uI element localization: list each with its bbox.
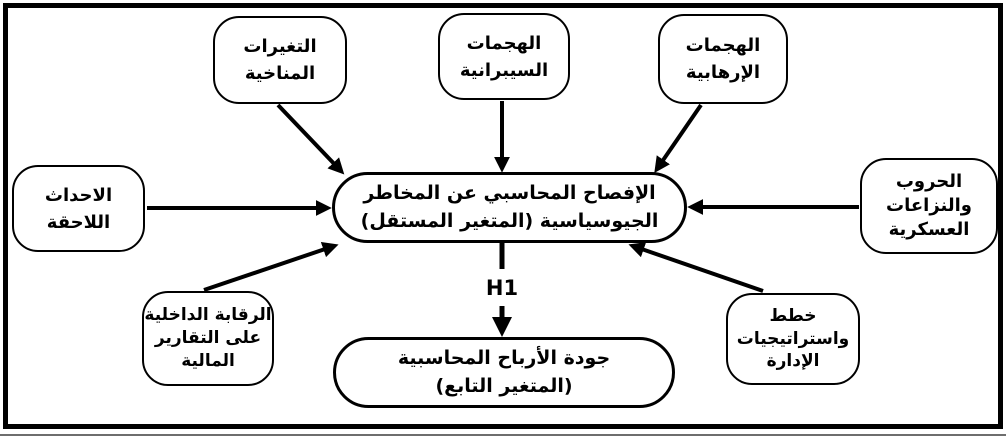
- node-terrorist-attacks-line: الهجمات: [685, 35, 761, 56]
- node-earnings-quality: جودة الأرباح المحاسبية (المتغير التابع): [333, 337, 675, 408]
- node-wars-conflicts: الحروب والنزاعات العسكرية: [860, 158, 998, 254]
- node-climate-changes-line: التغيرات: [243, 36, 317, 57]
- node-central-disclosure: الإفصاح المحاسبي عن المخاطر الجيوسياسية …: [332, 172, 687, 243]
- node-cyber-attacks-line: السيبرانية: [459, 59, 549, 81]
- node-cyber-attacks: الهجمات السيبرانية: [438, 13, 570, 100]
- node-internal-control-line: المالية: [181, 350, 235, 371]
- node-management-plans: خطط واستراتيجيات الإدارة: [726, 293, 860, 385]
- diagram-frame: [3, 3, 1003, 429]
- node-earnings-quality-line: جودة الأرباح المحاسبية: [397, 346, 611, 369]
- node-wars-conflicts-line: العسكرية: [888, 219, 970, 241]
- node-subsequent-events-line: الاحداث: [44, 184, 113, 206]
- hypothesis-h1-label: H1: [485, 276, 519, 300]
- node-internal-control: الرقابة الداخلية على التقارير المالية: [142, 291, 274, 386]
- node-wars-conflicts-line: والنزاعات: [886, 194, 972, 216]
- node-terrorist-attacks-line: الإرهابية: [685, 62, 761, 83]
- node-earnings-quality-line: (المتغير التابع): [435, 374, 573, 397]
- node-terrorist-attacks: الهجمات الإرهابية: [658, 14, 788, 104]
- arrow-climate-to-central: [276, 103, 345, 175]
- node-management-plans-line: واستراتيجيات: [736, 328, 850, 349]
- node-wars-conflicts-line: الحروب: [895, 170, 963, 192]
- node-cyber-attacks-line: الهجمات: [466, 32, 542, 54]
- node-internal-control-line: الرقابة الداخلية: [144, 305, 272, 326]
- arrow-internal-to-central: [203, 242, 339, 292]
- node-subsequent-events-line: اللاحقة: [46, 211, 111, 233]
- node-central-disclosure-line: الجيوسياسية (المتغير المستقل): [360, 209, 659, 232]
- arrow-terror-to-central: [654, 103, 703, 173]
- node-central-disclosure-line: الإفصاح المحاسبي عن المخاطر: [363, 181, 656, 204]
- bottom-edge-line: [0, 434, 1006, 436]
- node-climate-changes: التغيرات المناخية: [213, 16, 347, 104]
- node-management-plans-line: الإدارة: [766, 351, 820, 372]
- node-subsequent-events: الاحداث اللاحقة: [12, 165, 145, 252]
- node-internal-control-line: على التقارير: [154, 328, 262, 349]
- arrow-plans-to-central: [628, 242, 764, 293]
- node-climate-changes-line: المناخية: [244, 63, 316, 84]
- node-management-plans-line: خطط: [769, 305, 817, 326]
